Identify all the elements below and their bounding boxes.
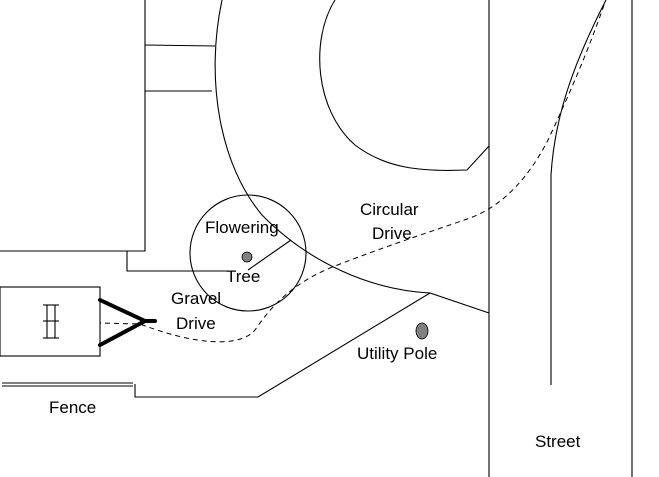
label-circular-drive: Drive bbox=[372, 224, 412, 243]
tree-pointer-line bbox=[247, 239, 292, 271]
label-tree: Tree bbox=[226, 267, 260, 286]
tree-trunk-dot bbox=[241, 251, 253, 263]
street-center-line bbox=[550, 0, 607, 385]
label-circular: Circular bbox=[360, 200, 419, 219]
gravel-drive-arrow bbox=[98, 298, 157, 347]
house-step-top bbox=[144, 44, 216, 47]
label-gravel-drive: Drive bbox=[176, 314, 216, 333]
label-gravel: Gravel bbox=[171, 289, 221, 308]
tree-canopy-circle bbox=[189, 194, 307, 312]
utility-pole-dot bbox=[415, 322, 429, 340]
garage-door-marks bbox=[43, 304, 59, 339]
fence bbox=[2, 382, 133, 387]
house-outline bbox=[0, 0, 146, 252]
circular-drive-outer-edge bbox=[214, 0, 431, 294]
label-utility-pole: Utility Pole bbox=[357, 344, 437, 363]
utility-line-dashed bbox=[99, 4, 605, 343]
garage-outline bbox=[0, 286, 101, 357]
driveway-lower-edge bbox=[134, 292, 490, 398]
circular-drive-inner-island bbox=[319, 0, 490, 171]
house bbox=[0, 0, 216, 252]
label-fence: Fence bbox=[49, 398, 96, 417]
garage bbox=[0, 286, 101, 357]
label-street: Street bbox=[535, 432, 581, 451]
label-flowering: Flowering bbox=[205, 218, 279, 237]
gravel-drive-outline bbox=[126, 251, 230, 272]
